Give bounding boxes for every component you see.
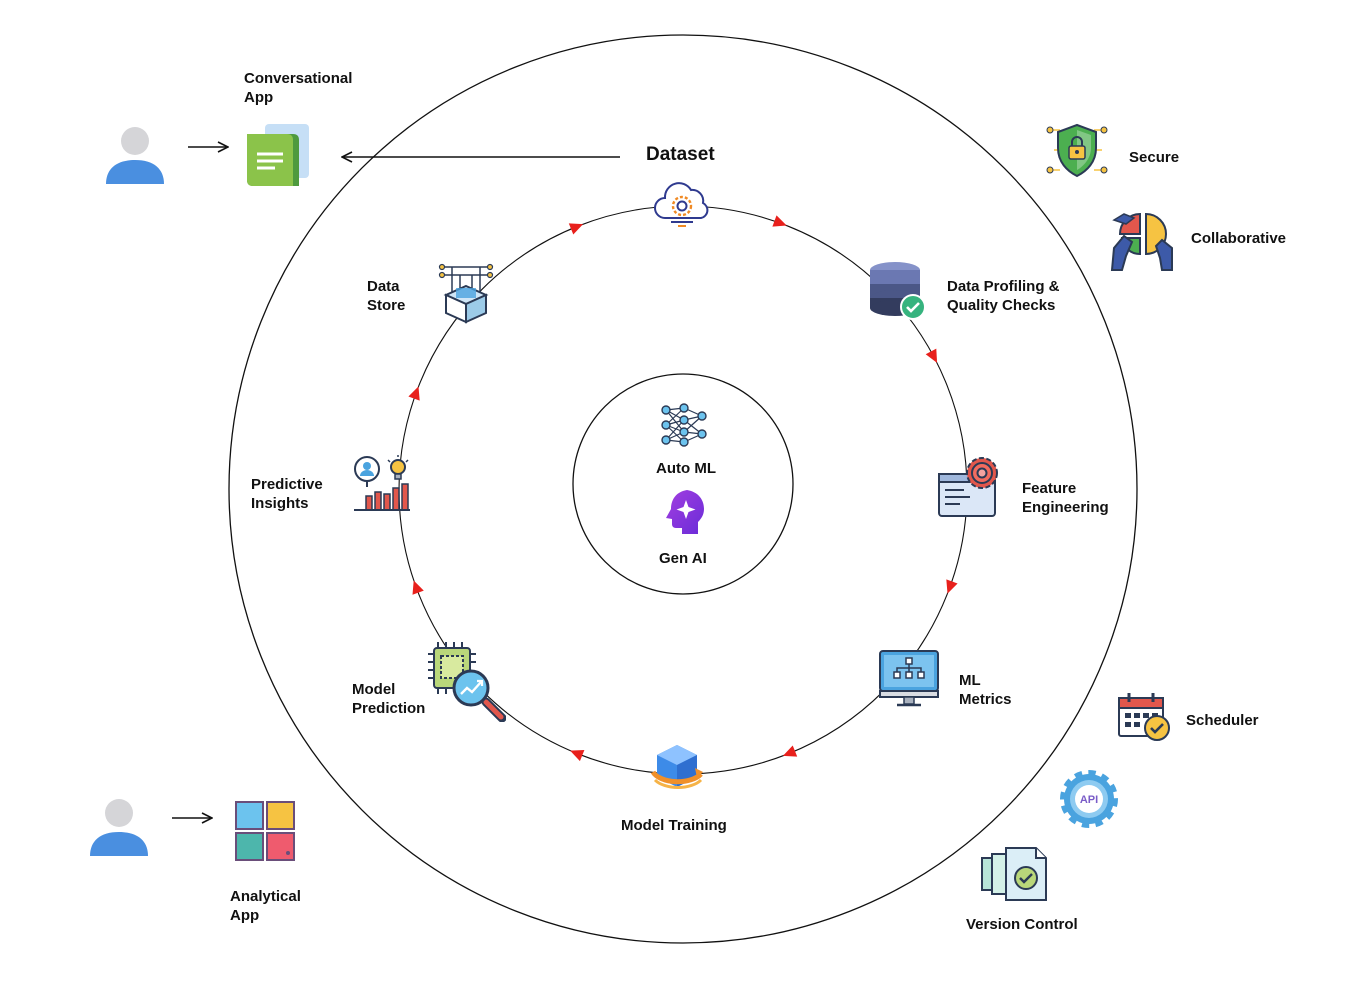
- flow-arrow-7: [408, 386, 420, 401]
- api-gear-icon: API: [1060, 770, 1118, 828]
- version-control-label: Version Control: [966, 916, 1078, 933]
- step-label-model-prediction: Model Prediction: [352, 681, 426, 717]
- collaboration-pie-icon: [1110, 212, 1173, 271]
- database-check-icon: [870, 262, 926, 320]
- secure-label: Secure: [1129, 149, 1180, 166]
- cloud-gear-icon: [654, 182, 709, 227]
- shield-lock-icon: [1046, 123, 1108, 178]
- user-avatar-icon: [90, 799, 148, 856]
- monitor-flowchart-icon: [879, 650, 939, 707]
- step-label-predictive-insights: Predictive Insights: [251, 476, 323, 512]
- flow-arrows: [408, 215, 958, 762]
- flow-arrow-8: [568, 223, 584, 235]
- calendar-check-icon: [1118, 693, 1170, 741]
- insights-chart-icon: [354, 455, 410, 511]
- core-ring: [572, 373, 794, 595]
- genai-head-icon: [666, 490, 704, 534]
- step-label-data-profiling: Data Profiling & Quality Checks: [947, 278, 1060, 314]
- automl-label: Auto ML: [656, 460, 716, 477]
- scheduler-label: Scheduler: [1186, 712, 1259, 729]
- flow-arrow-4: [782, 745, 798, 757]
- version-documents-icon: [981, 847, 1047, 901]
- flow-arrow-6: [412, 580, 424, 595]
- neural-network-icon: [661, 403, 707, 447]
- flow-arrow-2: [925, 348, 938, 363]
- step-label-feature-engineering: Feature Engineering: [1022, 480, 1109, 516]
- api-badge-text: API: [1080, 794, 1098, 806]
- dataset-label: Dataset: [646, 144, 715, 165]
- step-label-ml-metrics: ML Metrics: [959, 672, 1012, 708]
- cube-cycle-icon: [650, 745, 703, 789]
- flow-arrow-1: [772, 215, 787, 227]
- analytical-app-label: Analytical App: [230, 888, 301, 924]
- code-gear-icon: [938, 457, 998, 517]
- dashboard-grid-icon: [235, 801, 295, 861]
- collaborative-label: Collaborative: [1191, 230, 1287, 247]
- chip-magnifier-icon: [428, 642, 506, 722]
- conversational-app-label: Conversational App: [244, 70, 353, 106]
- network-box-icon: [438, 263, 494, 324]
- genai-label: Gen AI: [659, 550, 707, 567]
- step-label-model-training: Model Training: [621, 817, 727, 834]
- flow-arrow-3: [946, 579, 958, 594]
- outer-ring: [228, 34, 1138, 944]
- flow-arrow-5: [570, 749, 585, 762]
- step-label-data-store: Data Store: [367, 278, 406, 314]
- user-avatar-icon: [106, 127, 164, 184]
- chat-document-icon: [247, 124, 309, 186]
